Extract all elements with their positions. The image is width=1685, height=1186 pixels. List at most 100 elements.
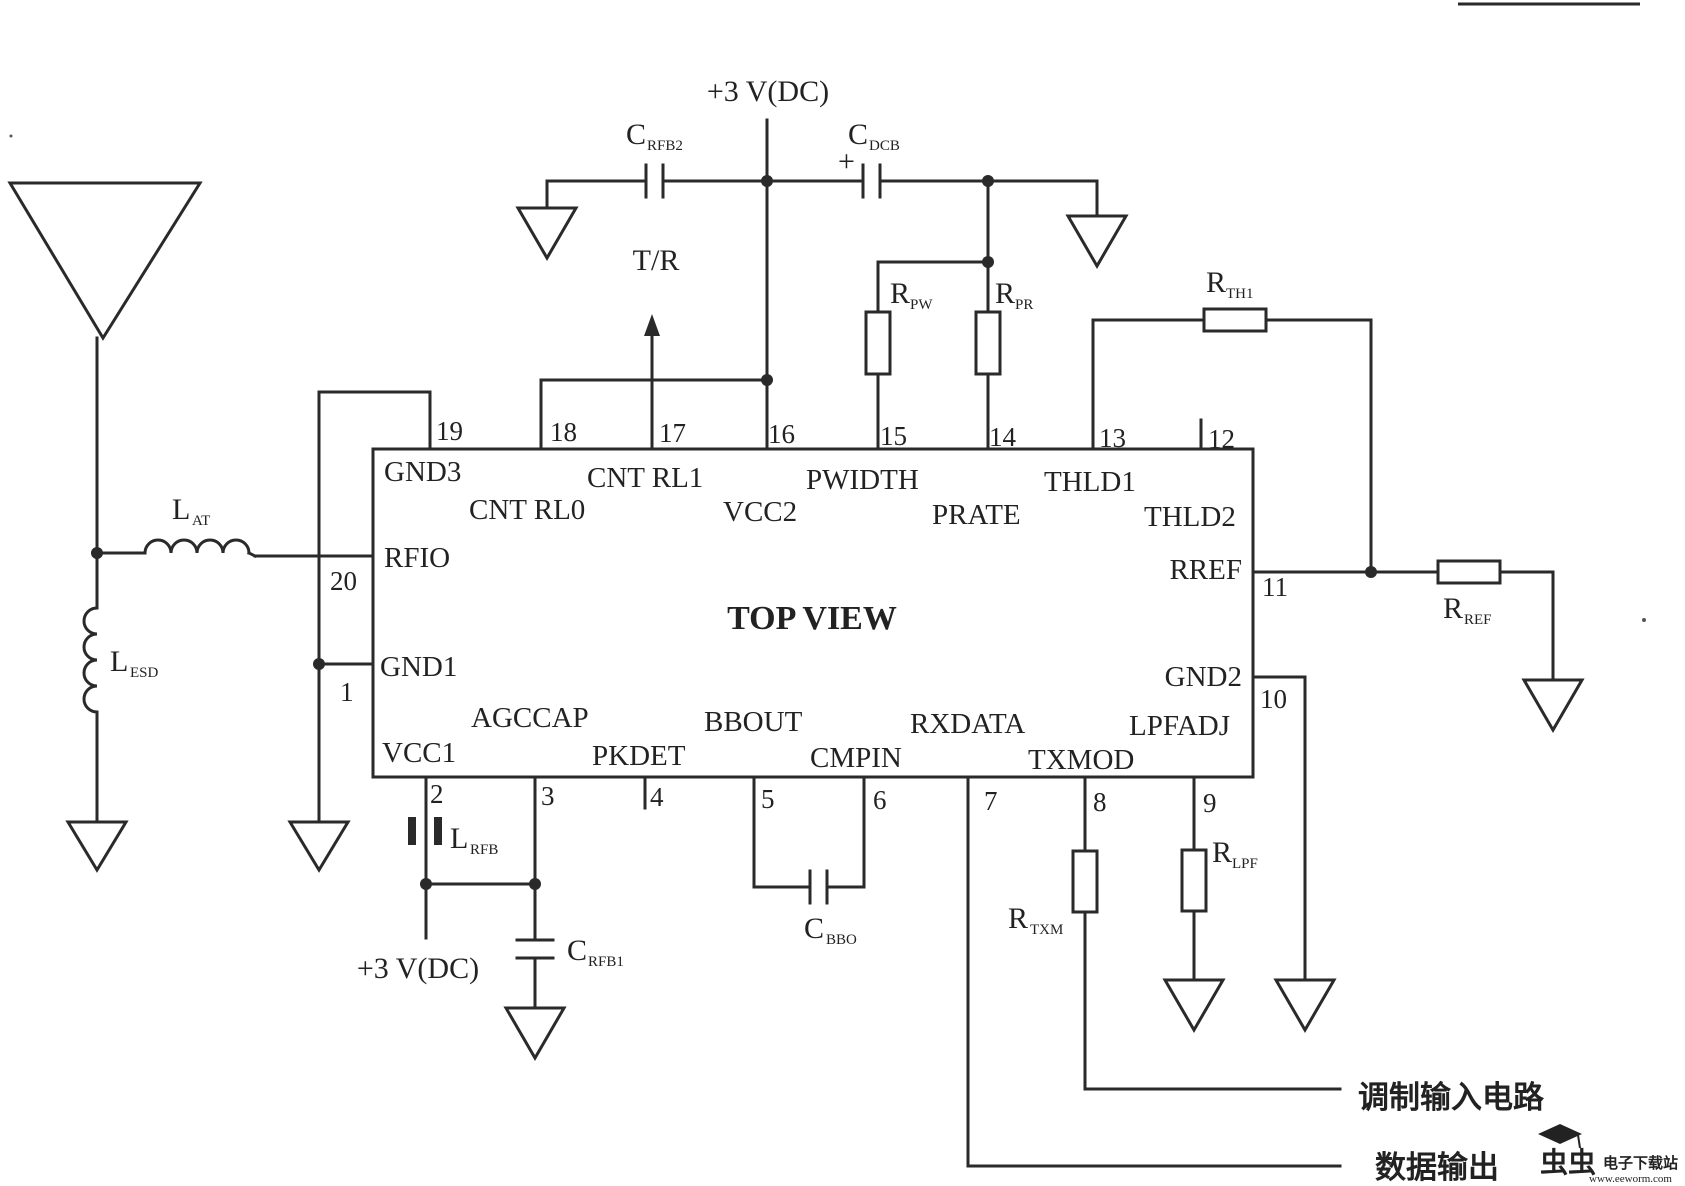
crfb2-sub: RFB2 [647,138,683,154]
modulation-input-label: 调制输入电路 [1358,1080,1545,1115]
resistor-rlpf [1180,848,1208,913]
cbbo-sub: BBO [826,932,857,948]
antenna-icon [7,181,203,341]
gnd2-net [1251,675,1307,982]
lat-tail [246,550,258,559]
rpw-sub: PW [910,297,933,313]
pin-name-pkdet: PKDET [592,740,686,772]
pin-name-agccap: AGCCAP [471,702,589,734]
lesd-label: L [110,645,128,678]
crfb1-label: C [567,934,587,967]
rlpf-label: R [1212,836,1232,869]
pin-num-16: 16 [768,419,795,449]
rpw-label: R [890,277,910,310]
pin-num-17: 17 [659,418,686,448]
speck-mark [1642,618,1646,622]
ground-gnd2 [1273,978,1337,1033]
pin-name-gnd1: GND1 [380,651,457,683]
pin-name-prate: PRATE [932,499,1021,531]
cdcb-sub: DCB [869,138,900,154]
ground-lesd [65,820,129,873]
pin-name-vcc2: VCC2 [723,496,797,528]
pin-name-cmpin: CMPIN [810,742,902,774]
pin-num-19: 19 [436,416,463,446]
junction-cdcb-right [982,175,994,187]
capacitor-crfb2 [644,163,665,199]
pin-num-5: 5 [761,784,775,814]
pin-num-10: 10 [1260,684,1287,714]
pin-num-6: 6 [873,785,887,815]
inductor-lesd [82,606,99,714]
ground-rref [1521,678,1585,733]
watermark-logo-text: 虫虫 [1540,1147,1596,1179]
pin-name-thld2: THLD2 [1144,501,1236,533]
cbbo-label: C [804,912,824,945]
vcc2-net [539,378,769,451]
pin-name-thld1: THLD1 [1044,466,1136,498]
lrfb-label: L [450,822,468,855]
capacitor-cdcb [861,163,882,199]
pin-num-13: 13 [1099,423,1126,453]
rtxm-label: R [1008,902,1028,935]
ic-title: TOP VIEW [727,600,897,637]
pin-name-txmod: TXMOD [1028,744,1134,776]
rtxm-sub: TXM [1030,922,1063,938]
pin-name-vcc1: VCC1 [382,737,456,769]
junction-gnd1 [313,658,325,670]
cbbo-net [752,775,866,905]
pin-name-gnd3: GND3 [384,456,461,488]
gnd-loop-net [317,390,432,824]
supply-top-label: +3 V(DC) [707,75,829,108]
ground-cdcb [1065,214,1129,269]
resistor-rpw [864,310,892,376]
ground-gnd1 [287,820,351,873]
resistor-rpr [974,310,1002,376]
pin-num-20: 20 [330,566,357,596]
junction-vcc1 [420,878,432,890]
crfb2-label: C [626,118,646,151]
cdcb-label: C [848,118,868,151]
graduation-cap-icon [1538,1124,1582,1144]
rref-label: R [1443,592,1463,625]
vcc1-net [424,775,537,1010]
ground-rlpf [1162,978,1226,1033]
watermark-logo: 虫虫 电子下载站 www.eeworm.com [1538,1124,1678,1185]
junction-rpr [982,256,994,268]
cdcb-plus-label: + [838,145,855,178]
watermark-site-name: 电子下载站 [1603,1154,1678,1172]
rth1-net [1091,318,1373,574]
ground-crfb1 [503,1006,567,1061]
resistor-rth1 [1202,307,1268,333]
pin-num-15: 15 [880,421,907,451]
rth1-sub: TH1 [1226,286,1254,302]
pin-name-rxdata: RXDATA [910,708,1025,740]
pin-num-7: 7 [984,786,998,816]
tr-label: T/R [633,244,680,277]
pin-num-18: 18 [550,417,577,447]
pin-name-cntrl0: CNT RL0 [469,494,585,526]
pin-name-rref: RREF [1169,554,1242,586]
resistor-rtxm [1071,849,1099,914]
pin-name-rfio: RFIO [384,542,450,574]
pin-num-9: 9 [1203,788,1217,818]
ground-crfb2 [515,206,579,261]
rpr-sub: PR [1015,297,1033,313]
lesd-sub: ESD [130,665,159,681]
pin-num-12: 12 [1208,424,1235,454]
lat-label: L [172,493,190,526]
junction-supply-top [761,175,773,187]
junction-vcc2 [761,374,773,386]
rpw-rpr-net [876,260,990,451]
pin-num-1: 1 [340,677,354,707]
txmod-net [1083,775,1342,1091]
tr-arrow [644,314,660,451]
pin-num-14: 14 [989,422,1017,452]
pin-name-bbout: BBOUT [704,706,803,738]
rref-net [1251,570,1555,682]
rth1-label: R [1206,266,1226,299]
speck-mark-2 [9,134,13,138]
rref-sub: REF [1464,612,1492,628]
junction-antenna [91,547,103,559]
pin-name-gnd2: GND2 [1165,661,1242,693]
